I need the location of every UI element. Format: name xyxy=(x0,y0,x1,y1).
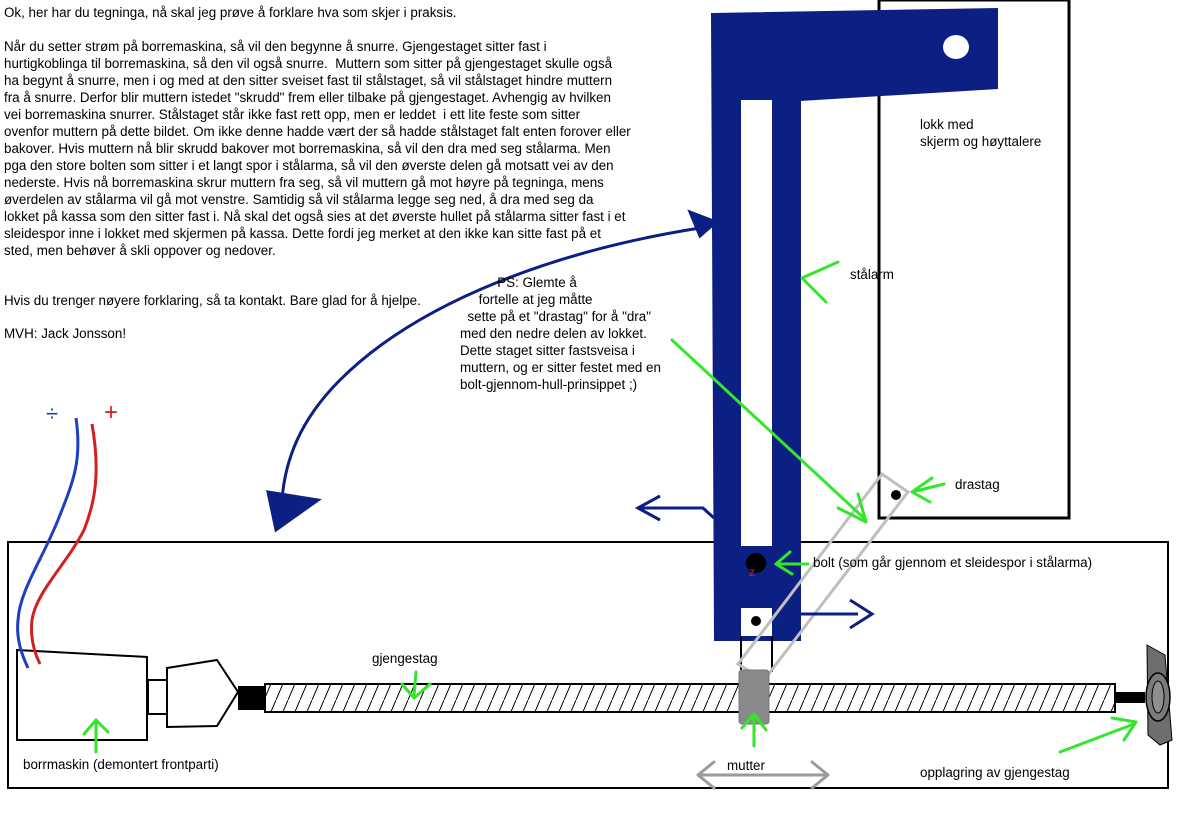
text-line: øverdelen av stålarma vil gå mot venstre… xyxy=(4,192,594,207)
label-stalarm: stålarm xyxy=(850,267,894,282)
housing-box xyxy=(7,541,1169,789)
label-opplagring: opplagring av gjengestag xyxy=(920,765,1070,780)
text-line: vei borremaskina snurrer. Stålstaget stå… xyxy=(4,107,581,122)
text-line: bolt-gjennom-hull-prinsippet ;) xyxy=(460,377,638,392)
text-line: hurtigkoblinga til borremaskina, så den … xyxy=(4,56,613,71)
text-line: lokket på kassa som den sitter fast i. N… xyxy=(4,209,626,224)
text-line: med den nedre delen av lokket. xyxy=(460,326,647,341)
chuck xyxy=(238,686,265,710)
text-line: sette på et "drastag" for å "dra" xyxy=(460,309,651,324)
label-lokk: lokk med skjerm og høyttalere xyxy=(920,117,1042,149)
lid-box xyxy=(877,0,1071,520)
arm-top-hole xyxy=(943,35,969,59)
text-line: Når du setter strøm på borremaskina, så … xyxy=(4,39,547,54)
text-line: fortelle at jeg måtte xyxy=(460,292,593,307)
threaded-rod xyxy=(264,683,1116,713)
rod-bearing xyxy=(1115,644,1173,746)
drastag-pin xyxy=(891,490,901,500)
text-line: bakover. Hvis muttern nå blir skrudd bak… xyxy=(4,141,611,156)
minus-symbol: ÷ xyxy=(46,401,59,426)
slot-bolt xyxy=(746,553,766,573)
contact-text: Hvis du trenger nøyere forklaring, så ta… xyxy=(4,293,421,308)
bolt-mark: z xyxy=(749,565,755,579)
explanation-text: Ok, her har du tegninga, nå skal jeg prø… xyxy=(4,4,631,259)
text-line: Dette staget sitter fastsveisa i xyxy=(460,343,635,358)
label-drastag: drastag xyxy=(955,477,1000,492)
text-line: ovenfor muttern på dette bildet. Om ikke… xyxy=(4,124,631,139)
motion-arrows xyxy=(266,209,875,630)
blue-wire xyxy=(16,417,80,669)
signature-text: MVH: Jack Jonsson! xyxy=(4,326,127,341)
text-line: nederste. Hvis nå borremaskina skrur mut… xyxy=(4,175,604,190)
drill-machine xyxy=(16,648,265,741)
bracket-pin xyxy=(751,616,761,626)
pointer-arrows xyxy=(82,260,1138,754)
ps-note-text: PS: Glemte å fortelle at jeg måtte sette… xyxy=(460,274,661,393)
slide-slot xyxy=(741,100,772,546)
text-line: fra å snurre. Derfor blir muttern istede… xyxy=(4,90,611,105)
plus-symbol: + xyxy=(104,399,119,426)
label-gjengestag: gjengestag xyxy=(372,651,438,666)
label-bolt: bolt (som går gjennom et sleidespor i st… xyxy=(813,555,1093,570)
red-wire xyxy=(30,423,98,665)
label-borrmaskin: borrmaskin (demontert frontparti) xyxy=(23,757,219,772)
text-line: pga den store bolten som sitter i et lan… xyxy=(4,158,614,173)
nut-travel-arrow xyxy=(696,760,830,790)
text-line: PS: Glemte å xyxy=(460,275,577,290)
text-line: sleidespor inne i lokket med skjermen på… xyxy=(4,226,601,241)
text-line: sted, men behøver å skli oppover og nedo… xyxy=(4,243,276,258)
text-line xyxy=(4,21,631,38)
steel-arm xyxy=(710,7,998,641)
text-line: Ok, her har du tegninga, nå skal jeg prø… xyxy=(4,5,457,20)
text-line: muttern, og er sitter festet med en xyxy=(460,360,661,375)
text-line: ha begynt å snurre, men i og med at den … xyxy=(4,73,613,88)
label-mutter: mutter xyxy=(727,758,765,773)
